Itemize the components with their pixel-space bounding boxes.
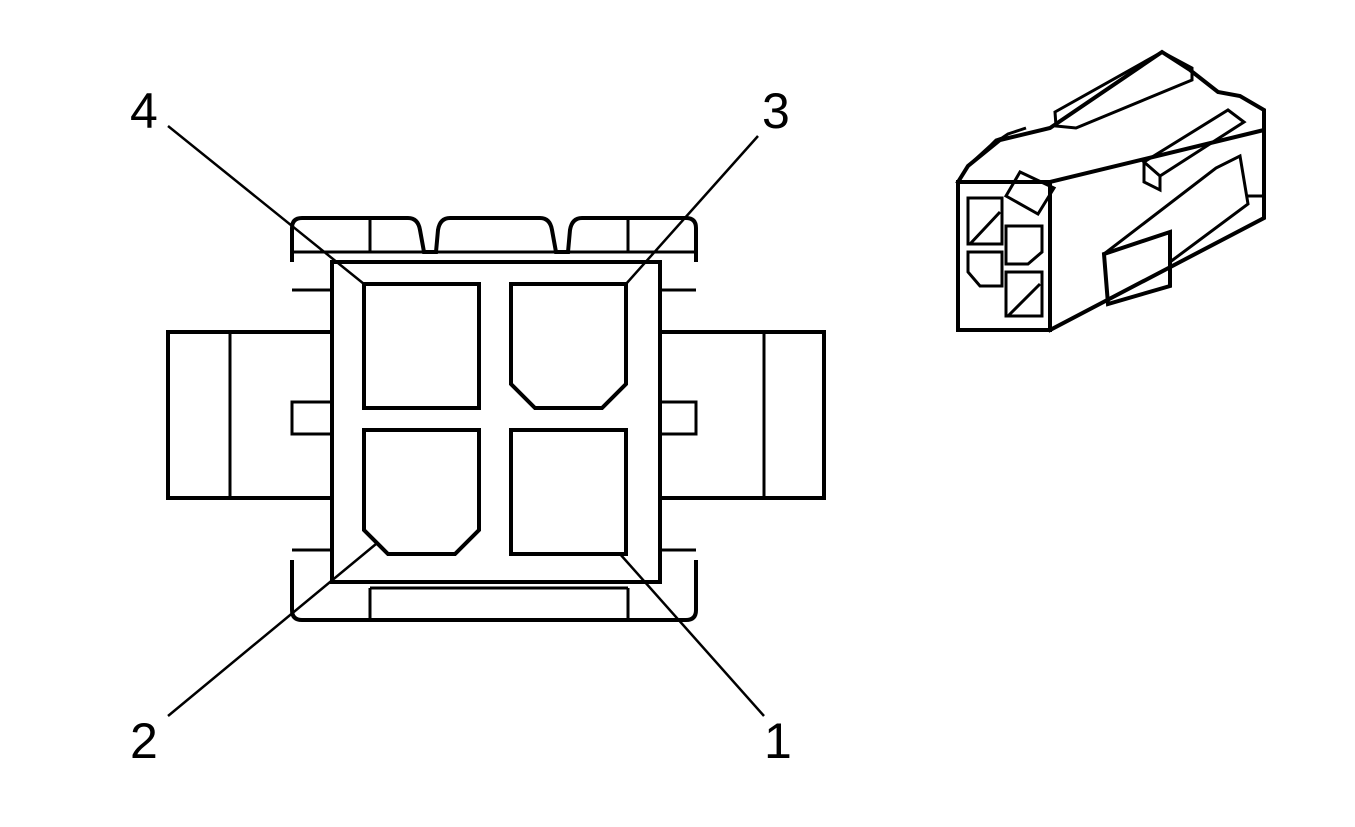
iso-cavity-4 (966, 196, 1004, 246)
leader-line-2 (167, 543, 377, 717)
pin-cavity-3 (509, 282, 628, 410)
iso-top-rail-back (1141, 108, 1247, 178)
iso-cavity-2 (966, 250, 1004, 288)
iso-side-latch (1101, 229, 1172, 307)
housing-body (330, 260, 662, 584)
iso-side-latch-arm (1103, 153, 1250, 264)
connector-isometric-view (955, 49, 1266, 333)
iso-cavity-hatch (1006, 282, 1042, 318)
iso-cavity-3 (1004, 224, 1044, 266)
pin-label-2: 2 (130, 713, 158, 769)
left-latch-tab (290, 400, 334, 436)
leader-line-4 (167, 125, 365, 285)
iso-top-rail-front (1053, 50, 1194, 130)
pin-label-1: 1 (764, 713, 792, 769)
iso-side-rear-tab (1248, 194, 1266, 218)
pin-label-3: 3 (762, 83, 790, 139)
iso-cavity-hatch (968, 210, 1002, 246)
leader-line-1 (619, 553, 765, 717)
pin-cavity-1 (509, 428, 628, 556)
right-latch (658, 330, 826, 500)
iso-pin-cavities (966, 196, 1044, 318)
leader-line-3 (625, 135, 759, 285)
connector-face-view: 4 3 2 1 (130, 83, 826, 769)
iso-cavity-1 (1004, 270, 1044, 318)
iso-top-latch (1003, 170, 1057, 217)
pin-cavity-2 (362, 428, 481, 556)
left-latch (166, 330, 334, 500)
iso-top-face (955, 49, 1266, 185)
pin-cavity-4 (362, 282, 481, 410)
pin-label-4: 4 (130, 83, 158, 139)
right-latch-tab (658, 400, 698, 436)
iso-top-rail-back-edge (1142, 162, 1162, 193)
top-rail (290, 216, 698, 262)
iso-ribbed-edge (966, 126, 1027, 168)
